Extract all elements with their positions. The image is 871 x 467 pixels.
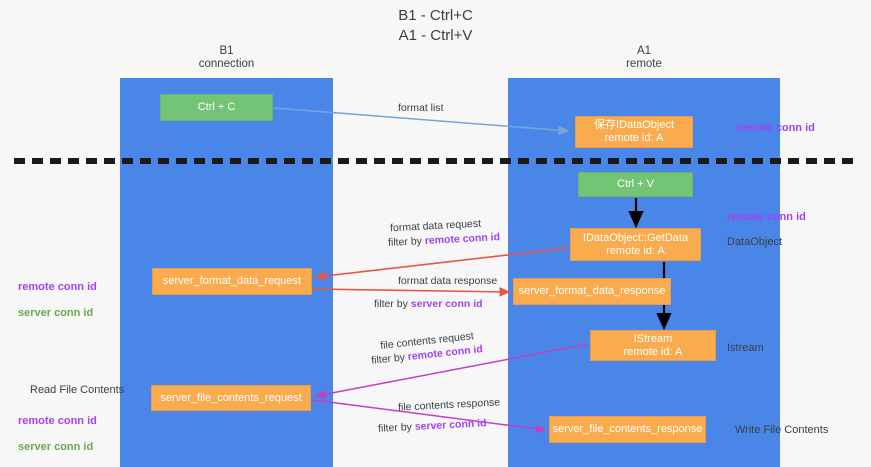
node-istream-label: IStream: [633, 332, 673, 345]
node-server-format-data-request-label: server_format_data_request: [162, 275, 302, 287]
node-idataobject-sublabel: remote id: A: [604, 132, 664, 144]
swimlane-header-b1: B1 connection: [198, 45, 255, 70]
edge-label-format-data-response: format data response: [398, 275, 498, 287]
edge-label-file-contents-response: file contents response: [397, 396, 501, 414]
node-server-file-contents-response[interactable]: server_file_contents_response: [549, 416, 706, 443]
node-server-file-contents-response-label: server_file_contents_response: [552, 423, 703, 435]
node-istream[interactable]: IStream remote id: A: [590, 330, 716, 361]
node-istream-sublabel: remote id: A: [623, 345, 683, 358]
annotation-server-conn-id: server conn id: [18, 441, 94, 453]
edge-label-file-contents-response-filter: filter by server conn id: [378, 416, 487, 436]
node-server-format-data-response-label: server_format_data_response: [518, 285, 666, 297]
annotation-remote-conn-id: remote conn id: [18, 281, 97, 293]
node-idataobject-label: 保存IDataObject: [593, 119, 675, 131]
filter-key-server-conn-id: server conn id: [414, 417, 487, 433]
node-server-file-contents-request[interactable]: server_file_contents_request: [151, 385, 311, 411]
node-ctrl-v-label: Ctrl + V: [617, 178, 654, 190]
page-title: B1 - Ctrl+C A1 - Ctrl+V: [398, 7, 473, 44]
annotation-dataobject: DataObject: [727, 236, 783, 248]
node-getdata[interactable]: IDataObject::GetData remote id: A: [570, 228, 701, 261]
node-idataobject[interactable]: 保存IDataObject remote id: A: [575, 116, 693, 148]
node-server-format-data-response[interactable]: server_format_data_response: [513, 278, 671, 305]
filter-prefix: filter by: [374, 298, 411, 310]
filter-key-server-conn-id: server conn id: [410, 298, 483, 310]
node-ctrl-v[interactable]: Ctrl + V: [578, 172, 693, 197]
node-ctrl-c-label: Ctrl + C: [197, 101, 236, 113]
edge-label-format-list: format list: [398, 102, 444, 114]
edge-label-format-data-response-filter: filter by server conn id: [374, 297, 483, 311]
edge-format-data-response: [312, 287, 511, 297]
annotation-remote-conn-id-mid: remote conn id: [727, 211, 806, 223]
annotation-left-conn-ids-top: remote conn id server conn id: [18, 268, 97, 333]
node-getdata-label: IDataObject::GetData: [582, 231, 689, 244]
node-server-file-contents-request-label: server_file_contents_request: [160, 391, 302, 404]
annotation-read-file-contents: Read File Contents: [30, 384, 125, 396]
swimlane-header-a1: A1 remote: [626, 45, 662, 70]
filter-key-remote-conn-id: remote conn id: [424, 231, 501, 247]
node-ctrl-c[interactable]: Ctrl + C: [160, 94, 273, 121]
annotation-left-conn-ids-bottom: remote conn id server conn id: [18, 402, 97, 467]
filter-prefix: filter by: [370, 351, 409, 367]
annotation-remote-conn-id-top: remote conn id: [736, 122, 815, 134]
filter-prefix: filter by: [377, 420, 416, 435]
node-server-format-data-request[interactable]: server_format_data_request: [152, 268, 312, 295]
node-getdata-sublabel: remote id: A: [606, 244, 665, 257]
filter-prefix: filter by: [387, 235, 426, 249]
annotation-server-conn-id: server conn id: [18, 307, 94, 319]
annotation-write-file-contents: Write File Contents: [735, 424, 829, 436]
annotation-istream: Istream: [727, 342, 764, 354]
annotation-remote-conn-id: remote conn id: [18, 415, 97, 427]
